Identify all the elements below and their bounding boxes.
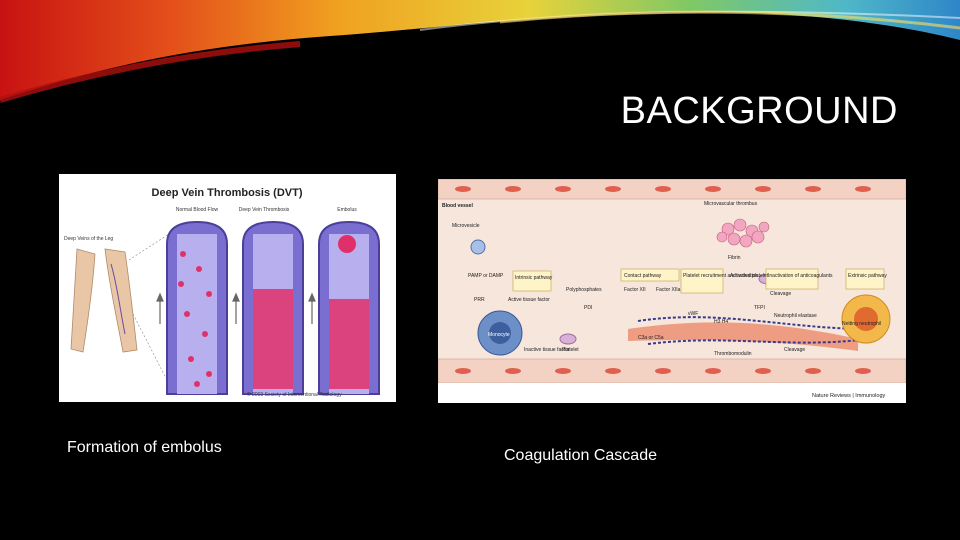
dvt-heading: Deep Vein Thrombosis (DVT)	[152, 187, 303, 199]
label-activated-platelet: Activated platelet	[730, 273, 769, 279]
label-pamp: PAMP or DAMP	[468, 273, 504, 279]
blood-flow-streak	[628, 322, 858, 351]
endothelium-top	[438, 179, 906, 200]
label-vwf: vWF	[688, 311, 698, 317]
label-microvascular: Microvascular thrombus	[704, 201, 758, 207]
rainbow-banner	[0, 0, 960, 103]
label-extrinsic: Extrinsic pathway	[848, 273, 887, 279]
label-cleavage-1: Cleavage	[770, 291, 791, 297]
caption-embolus: Formation of embolus	[67, 439, 222, 456]
label-factor-xii: Factor XII	[624, 287, 646, 293]
net-strand	[637, 316, 869, 330]
panel-label-normal: Normal Blood Flow	[176, 207, 219, 213]
label-platelet-recruit: Platelet recruitment and activation	[683, 273, 759, 279]
vein-normal	[166, 220, 228, 395]
label-polyphosphates: Polyphosphates	[566, 287, 602, 293]
legs-illustration	[70, 233, 170, 385]
label-source: Nature Reviews | Immunology	[812, 393, 886, 399]
dvt-figure: Deep Vein Thrombosis (DVT) Normal Blood …	[59, 174, 396, 402]
label-monocyte: Monocyte	[488, 332, 510, 338]
panel-label-dvt: Deep Vein Thrombosis	[239, 207, 290, 213]
monocyte-cell	[477, 310, 523, 356]
label-contact: Contact pathway	[624, 273, 662, 279]
label-h3: H3 H4	[714, 319, 728, 325]
vein-dvt	[242, 220, 304, 395]
label-microvesicle: Microvesicle	[452, 223, 480, 229]
label-tfpi: TFPI	[754, 305, 765, 311]
label-neutrophil-elastase: Neutrophil elastase	[774, 313, 817, 319]
dvt-copyright: © 2003 Society of Interventional Radiolo…	[247, 391, 342, 398]
label-prr: PRR	[474, 297, 485, 303]
label-blood-vessel: Blood vessel	[442, 203, 473, 209]
netting-neutrophil-cell	[841, 294, 891, 344]
vein-embolus	[318, 220, 380, 395]
label-inactivation: Inactivation of anticoagulants	[768, 273, 833, 279]
label-intrinsic: Intrinsic pathway	[515, 275, 553, 281]
label-active-tf: Active tissue factor	[508, 297, 550, 303]
label-factor-xiia: Factor XIIa	[656, 287, 681, 293]
label-thrombomodulin: Thrombomodulin	[714, 351, 752, 357]
leg-label: Deep Veins of the Leg	[64, 236, 113, 242]
label-cleavage-2: Cleavage	[784, 347, 805, 353]
label-c3a: C3a or C5a	[638, 335, 664, 341]
thrombus	[716, 218, 770, 248]
caption-coagulation: Coagulation Cascade	[504, 447, 657, 464]
microvesicle-icon	[470, 239, 486, 255]
coagulation-figure: Blood vessel Microvascular thrombus Micr…	[438, 179, 906, 403]
label-pdi: PDI	[584, 305, 592, 311]
panel-label-embolus: Embolus	[337, 207, 357, 213]
label-inactive-tf: Inactive tissue factor	[524, 347, 570, 353]
slide-title: BACKGROUND	[620, 90, 898, 132]
label-fibrin: Fibrin	[728, 255, 741, 261]
label-platelet: Platelet	[562, 347, 579, 353]
label-netting: Netting neutrophil	[842, 321, 881, 327]
